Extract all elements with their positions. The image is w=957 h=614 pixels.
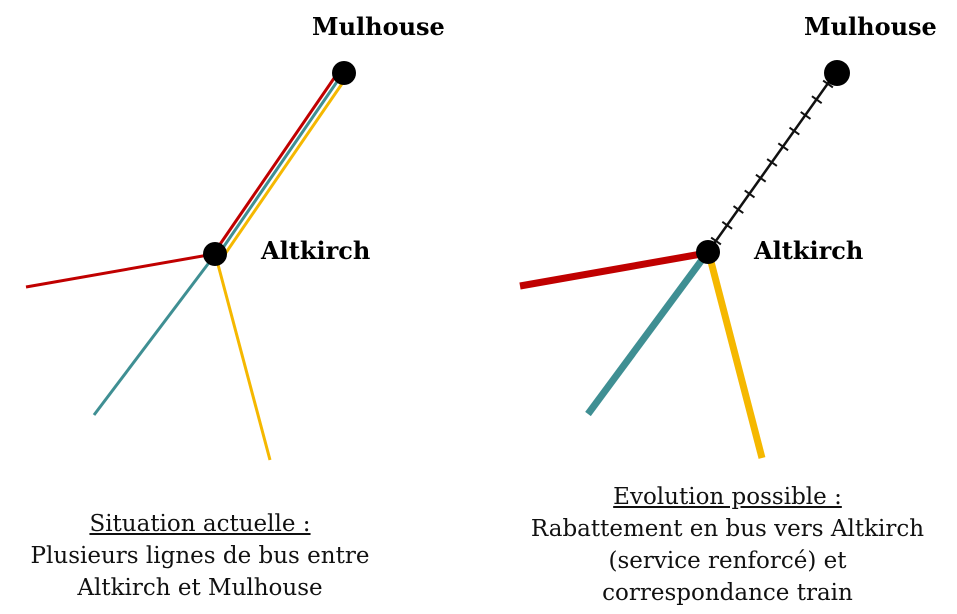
railway-tie xyxy=(811,95,823,104)
teal-bus-line-branch xyxy=(92,255,216,416)
caption-line: correspondance train xyxy=(602,580,853,606)
railway-line xyxy=(706,71,838,253)
caption-line: Rabattement en bus vers Altkirch xyxy=(530,516,925,542)
left-panel: Mulhouse Altkirch xyxy=(25,12,445,461)
railway-tie xyxy=(710,236,722,246)
railway-tie xyxy=(744,189,756,199)
altkirch-node xyxy=(696,240,720,264)
yellow-feeder-bus-line xyxy=(705,253,766,459)
railway-tie xyxy=(800,111,812,120)
railway-tie xyxy=(721,221,733,230)
mulhouse-node xyxy=(332,61,356,85)
right-caption: Evolution possible : Rabattement en bus … xyxy=(500,481,955,609)
teal-feeder-bus-line xyxy=(585,250,710,417)
caption-line: Plusieurs lignes de bus entre xyxy=(30,543,370,569)
left-caption: Situation actuelle : Plusieurs lignes de… xyxy=(20,508,380,604)
red-bus-line-branch xyxy=(25,252,215,289)
altkirch-node xyxy=(203,242,227,266)
right-panel: Mulhouse Altkirch xyxy=(519,12,937,459)
yellow-bus-line-branch xyxy=(214,256,272,461)
caption-heading: Situation actuelle : xyxy=(89,511,311,537)
railway-tie xyxy=(822,79,834,89)
mulhouse-label: Mulhouse xyxy=(312,12,445,41)
mulhouse-node xyxy=(824,60,850,86)
railway-tie xyxy=(777,142,789,152)
railway-tie xyxy=(766,158,778,167)
altkirch-label: Altkirch xyxy=(260,236,370,265)
caption-line: Altkirch et Mulhouse xyxy=(77,575,323,601)
railway-tie xyxy=(755,173,767,183)
red-bus-line-to-mulhouse xyxy=(212,70,341,254)
altkirch-label: Altkirch xyxy=(753,236,863,265)
caption-line: (service renforcé) et xyxy=(608,548,847,574)
red-feeder-bus-line xyxy=(519,249,708,290)
railway-tie xyxy=(732,205,744,214)
railway-tie xyxy=(788,126,800,136)
mulhouse-label: Mulhouse xyxy=(804,12,937,41)
caption-heading: Evolution possible : xyxy=(613,484,842,510)
teal-bus-line-to-mulhouse xyxy=(216,72,345,256)
yellow-bus-line-to-mulhouse xyxy=(221,74,350,258)
